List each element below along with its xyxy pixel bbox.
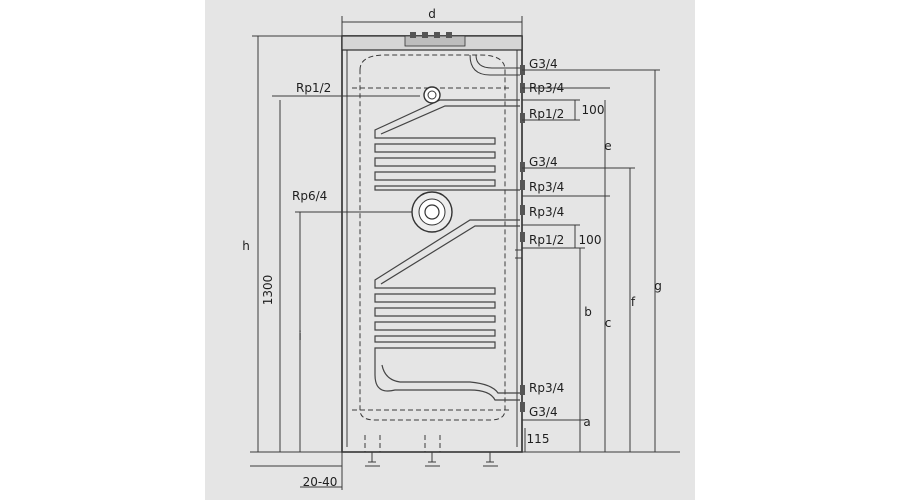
- dim-d: d: [428, 7, 436, 21]
- dim-h: h: [242, 239, 250, 253]
- dim-c: c: [605, 316, 612, 330]
- label-right-1: G3/4: [529, 57, 558, 71]
- dim-g: g: [654, 279, 662, 293]
- dim-1300: 1300: [261, 275, 275, 306]
- dim-100-mid: 100: [579, 233, 602, 247]
- label-right-7: Rp1/2: [529, 233, 564, 247]
- label-right-3: Rp1/2: [529, 107, 564, 121]
- label-rp64-left: Rp6/4: [292, 189, 327, 203]
- dimension-lines: [250, 16, 680, 490]
- dim-20-40: 20-40: [303, 475, 338, 489]
- label-right-4: G3/4: [529, 155, 558, 169]
- dim-i: i: [298, 329, 301, 343]
- dim-a: a: [583, 415, 590, 429]
- label-right-2: Rp3/4: [529, 81, 564, 95]
- sensor-port-rp12: [423, 86, 441, 104]
- upper-coil: [374, 99, 520, 191]
- top-valves-icon: [404, 32, 466, 47]
- diagram-background: [205, 0, 695, 500]
- label-right-5: Rp3/4: [529, 180, 564, 194]
- dim-e: e: [604, 139, 611, 153]
- tank-feet: [364, 435, 498, 467]
- dim-115: 115: [527, 432, 550, 446]
- label-rp12-left: Rp1/2: [296, 81, 331, 95]
- dim-b: b: [584, 305, 592, 319]
- label-right-9: G3/4: [529, 405, 558, 419]
- flange-rp64: [411, 191, 453, 233]
- lower-coil: [374, 219, 520, 401]
- label-right-6: Rp3/4: [529, 205, 564, 219]
- dim-100-top: 100: [582, 103, 605, 117]
- dim-f: f: [631, 295, 636, 309]
- label-right-8: Rp3/4: [529, 381, 564, 395]
